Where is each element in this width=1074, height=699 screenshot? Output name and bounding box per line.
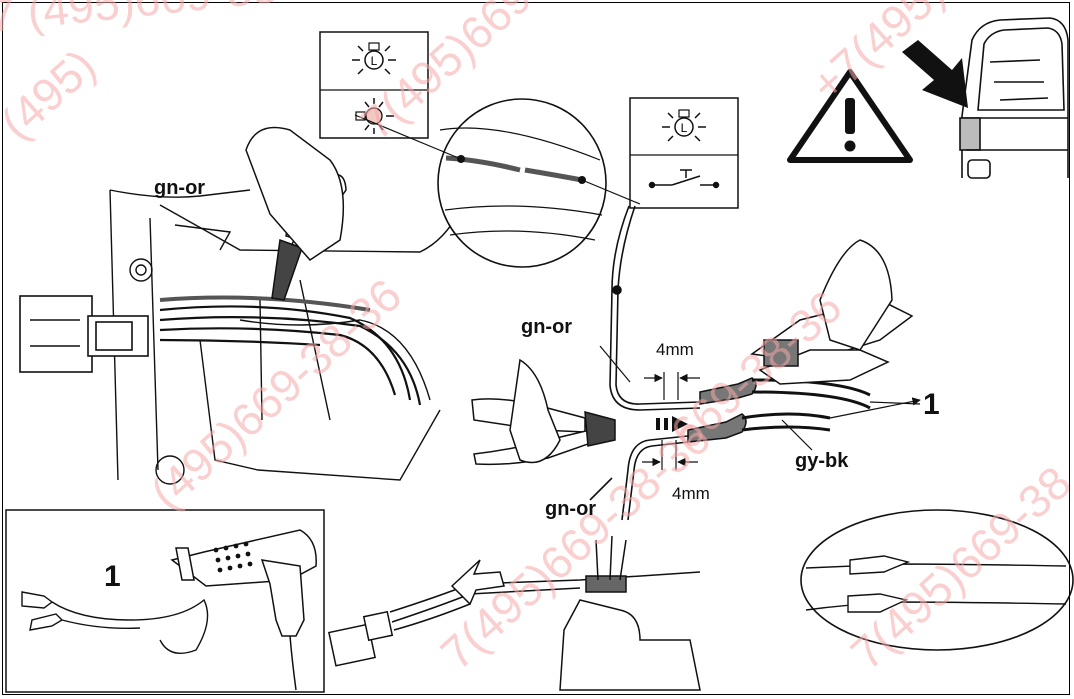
label-gy-bk: gy-bk xyxy=(795,450,849,472)
wire-stripper-tool xyxy=(471,358,616,466)
crimp-connector-bottom xyxy=(687,412,831,443)
connector-plug-left xyxy=(19,295,149,373)
lamp-warning-icon xyxy=(355,98,394,134)
pointer-arrow-icon xyxy=(902,40,968,108)
heat-shrink-inset xyxy=(5,509,325,693)
label-gn-or-top: gn-or xyxy=(154,177,206,199)
label-strip-length-bottom: 4mm xyxy=(672,484,710,503)
label-gn-or-mid: gn-or xyxy=(521,316,573,338)
vehicle-panel-drawing xyxy=(109,189,461,485)
detail-magnifier xyxy=(354,98,641,268)
crimping-tool xyxy=(750,239,914,385)
brake-switch-icon xyxy=(648,169,720,189)
harness-wires-left xyxy=(159,295,422,406)
callout-1-inset: 1 xyxy=(104,560,121,593)
heat-shrink-detail xyxy=(800,509,1074,651)
lamp-lit-icon: L xyxy=(352,42,396,75)
lamp-legend-box: L xyxy=(319,31,429,139)
brake-switch-wire xyxy=(609,205,701,411)
bottom-harness-connector xyxy=(328,535,701,691)
insert-arrow-icon xyxy=(656,416,688,432)
lamp-glyph-2: L xyxy=(681,121,688,135)
crimp-connector-top xyxy=(699,377,871,410)
lower-gn-or-wire xyxy=(589,435,689,521)
lamp-glyph-1: L xyxy=(371,54,378,68)
label-gn-or-bottom: gn-or xyxy=(545,498,597,520)
lamp-lit-icon-2: L xyxy=(662,109,706,142)
heat-gun-tool xyxy=(170,529,317,691)
pliers-cutting-wire xyxy=(245,126,347,301)
wire-leader-lines xyxy=(599,345,921,451)
car-rear-view xyxy=(959,17,1069,179)
switch-legend-box: L xyxy=(629,97,739,209)
warning-triangle-icon xyxy=(787,69,913,163)
label-strip-length-top: 4mm xyxy=(656,340,694,359)
dimension-marker-top xyxy=(644,372,700,400)
connector-with-wire-inset xyxy=(21,591,209,654)
callout-1-right: 1 xyxy=(923,388,940,421)
